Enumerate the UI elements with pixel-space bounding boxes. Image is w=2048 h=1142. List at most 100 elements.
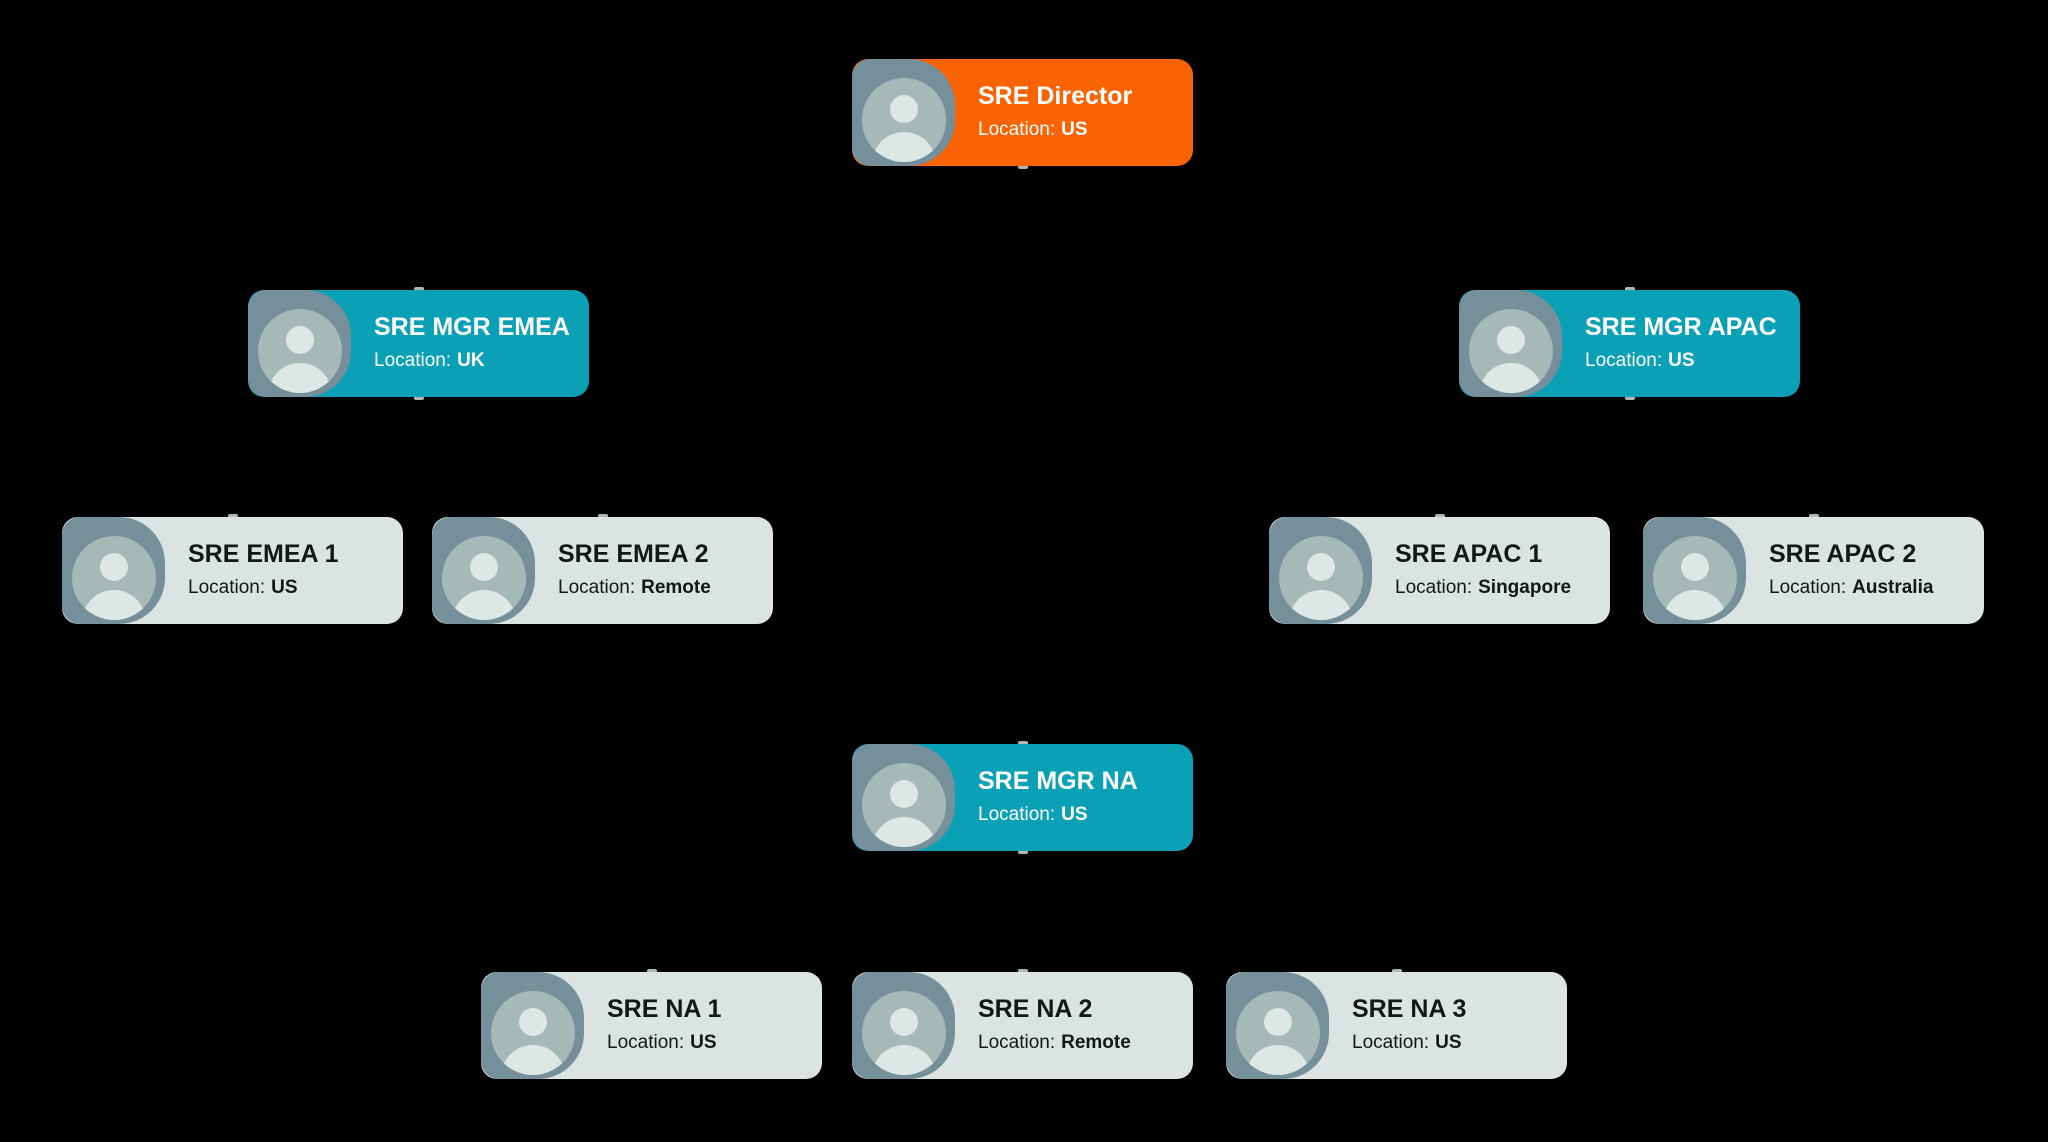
node-location: Location: US — [978, 119, 1183, 142]
location-label: Location: — [978, 119, 1056, 141]
node-location: Location: US — [607, 1032, 812, 1055]
person-icon — [862, 991, 946, 1075]
org-node-sre-apac-1[interactable]: SRE APAC 1 Location: Singapore — [1269, 514, 1610, 624]
org-node-sre-mgr-emea[interactable]: SRE MGR EMEA Location: UK — [248, 287, 589, 400]
location-value: US — [1061, 804, 1088, 826]
person-icon — [862, 763, 946, 847]
person-icon — [491, 991, 575, 1075]
connector-stub — [1434, 514, 1445, 517]
location-label: Location: — [1352, 1032, 1430, 1054]
location-label: Location: — [978, 804, 1056, 826]
connector-stub — [1017, 741, 1028, 744]
node-info: SRE MGR NA Location: US — [978, 744, 1183, 851]
person-icon — [862, 78, 946, 162]
avatar — [1226, 972, 1329, 1079]
node-info: SRE Director Location: US — [978, 59, 1183, 166]
location-value: Remote — [641, 577, 711, 599]
org-node-sre-director[interactable]: SRE Director Location: US — [852, 59, 1193, 169]
connector-stub — [1017, 851, 1028, 854]
location-value: US — [1061, 119, 1088, 141]
connector-stub — [646, 969, 657, 972]
location-value: Singapore — [1478, 577, 1572, 599]
location-label: Location: — [374, 350, 452, 372]
org-node-sre-mgr-apac[interactable]: SRE MGR APAC Location: US — [1459, 287, 1800, 400]
connector-stub — [1017, 166, 1028, 169]
avatar — [62, 517, 165, 624]
person-icon — [442, 536, 526, 620]
connector-stub — [1624, 397, 1635, 400]
connector-stub — [1808, 514, 1819, 517]
connector-stub — [413, 397, 424, 400]
node-title: SRE EMEA 2 — [558, 539, 709, 568]
person-icon — [1236, 991, 1320, 1075]
location-label: Location: — [1769, 577, 1847, 599]
org-node-sre-na-3[interactable]: SRE NA 3 Location: US — [1226, 969, 1567, 1079]
connector-stub — [1017, 969, 1028, 972]
location-label: Location: — [558, 577, 636, 599]
connector-stub — [413, 287, 424, 290]
location-value: US — [271, 577, 298, 599]
location-value: US — [1668, 350, 1695, 372]
location-value: Australia — [1852, 577, 1934, 599]
person-icon — [72, 536, 156, 620]
node-info: SRE APAC 2 Location: Australia — [1769, 517, 1974, 624]
location-label: Location: — [188, 577, 266, 599]
avatar — [852, 972, 955, 1079]
node-info: SRE MGR APAC Location: US — [1585, 290, 1790, 397]
node-title: SRE MGR APAC — [1585, 312, 1777, 341]
node-location: Location: US — [188, 577, 393, 600]
person-icon — [1653, 536, 1737, 620]
org-node-sre-na-1[interactable]: SRE NA 1 Location: US — [481, 969, 822, 1079]
location-value: US — [690, 1032, 717, 1054]
node-info: SRE EMEA 1 Location: US — [188, 517, 393, 624]
avatar — [1643, 517, 1746, 624]
location-value: US — [1435, 1032, 1462, 1054]
node-title: SRE NA 3 — [1352, 994, 1467, 1023]
org-node-sre-na-2[interactable]: SRE NA 2 Location: Remote — [852, 969, 1193, 1079]
avatar — [852, 59, 955, 166]
node-location: Location: US — [978, 804, 1183, 827]
location-label: Location: — [607, 1032, 685, 1054]
connector-stub — [1391, 969, 1402, 972]
avatar — [432, 517, 535, 624]
location-value: Remote — [1061, 1032, 1131, 1054]
connector-stub — [227, 514, 238, 517]
node-info: SRE NA 1 Location: US — [607, 972, 812, 1079]
node-location: Location: Remote — [978, 1032, 1183, 1055]
avatar — [248, 290, 351, 397]
org-node-sre-mgr-na[interactable]: SRE MGR NA Location: US — [852, 741, 1193, 854]
connector-stub — [1624, 287, 1635, 290]
avatar — [1459, 290, 1562, 397]
avatar — [852, 744, 955, 851]
org-node-sre-emea-1[interactable]: SRE EMEA 1 Location: US — [62, 514, 403, 624]
person-icon — [1469, 309, 1553, 393]
location-label: Location: — [1585, 350, 1663, 372]
node-title: SRE Director — [978, 81, 1133, 110]
org-node-sre-emea-2[interactable]: SRE EMEA 2 Location: Remote — [432, 514, 773, 624]
node-title: SRE MGR NA — [978, 766, 1138, 795]
person-icon — [258, 309, 342, 393]
node-location: Location: Remote — [558, 577, 763, 600]
person-icon — [1279, 536, 1363, 620]
org-node-sre-apac-2[interactable]: SRE APAC 2 Location: Australia — [1643, 514, 1984, 624]
node-location: Location: Singapore — [1395, 577, 1600, 600]
location-value: UK — [457, 350, 485, 372]
node-info: SRE NA 3 Location: US — [1352, 972, 1557, 1079]
node-location: Location: UK — [374, 350, 579, 373]
node-info: SRE EMEA 2 Location: Remote — [558, 517, 763, 624]
location-label: Location: — [978, 1032, 1056, 1054]
node-title: SRE EMEA 1 — [188, 539, 339, 568]
node-title: SRE APAC 2 — [1769, 539, 1917, 568]
node-info: SRE APAC 1 Location: Singapore — [1395, 517, 1600, 624]
node-location: Location: US — [1352, 1032, 1557, 1055]
node-title: SRE MGR EMEA — [374, 312, 570, 341]
node-location: Location: US — [1585, 350, 1790, 373]
location-label: Location: — [1395, 577, 1473, 599]
avatar — [481, 972, 584, 1079]
node-title: SRE APAC 1 — [1395, 539, 1543, 568]
connector-stub — [597, 514, 608, 517]
avatar — [1269, 517, 1372, 624]
node-info: SRE NA 2 Location: Remote — [978, 972, 1183, 1079]
node-title: SRE NA 2 — [978, 994, 1093, 1023]
